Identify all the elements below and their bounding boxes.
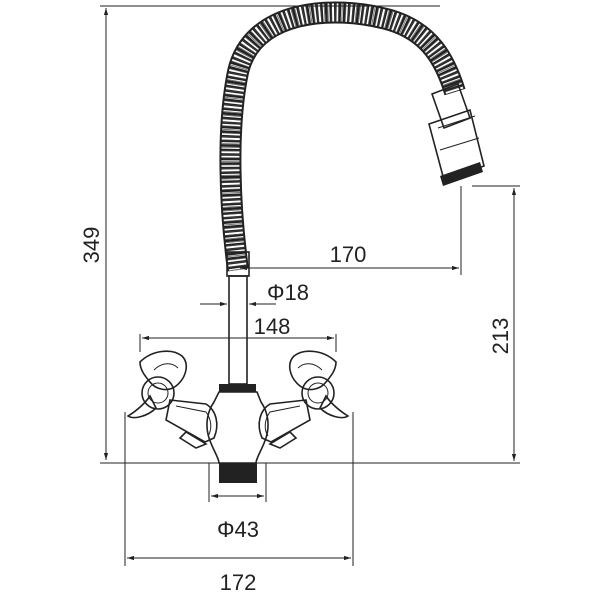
dimension-total-height xyxy=(100,5,440,460)
left-handle xyxy=(126,350,218,449)
base-connector xyxy=(219,463,257,483)
dimension-spout-height-label: 213 xyxy=(488,318,513,355)
dimension-handle-span xyxy=(139,334,337,352)
dimension-overall-width xyxy=(124,412,354,566)
dimension-spout-height xyxy=(472,185,520,461)
dimension-spout-reach xyxy=(240,186,462,275)
right-handle xyxy=(258,350,350,449)
vertical-pipe xyxy=(228,275,248,385)
dimension-base-diameter xyxy=(208,463,267,502)
dimension-total-height-label: 349 xyxy=(79,227,104,264)
spray-nozzle xyxy=(428,82,485,186)
dimension-overall-width-label: 172 xyxy=(220,570,257,595)
dimension-base-diameter-label: Φ43 xyxy=(217,517,259,542)
dimension-handle-span-label: 148 xyxy=(254,314,291,339)
body-collar xyxy=(219,384,256,392)
flexible-hose-spout xyxy=(219,1,466,272)
dimension-pipe-diameter-label: Φ18 xyxy=(267,280,309,305)
dimension-spout-reach-label: 170 xyxy=(330,242,367,267)
